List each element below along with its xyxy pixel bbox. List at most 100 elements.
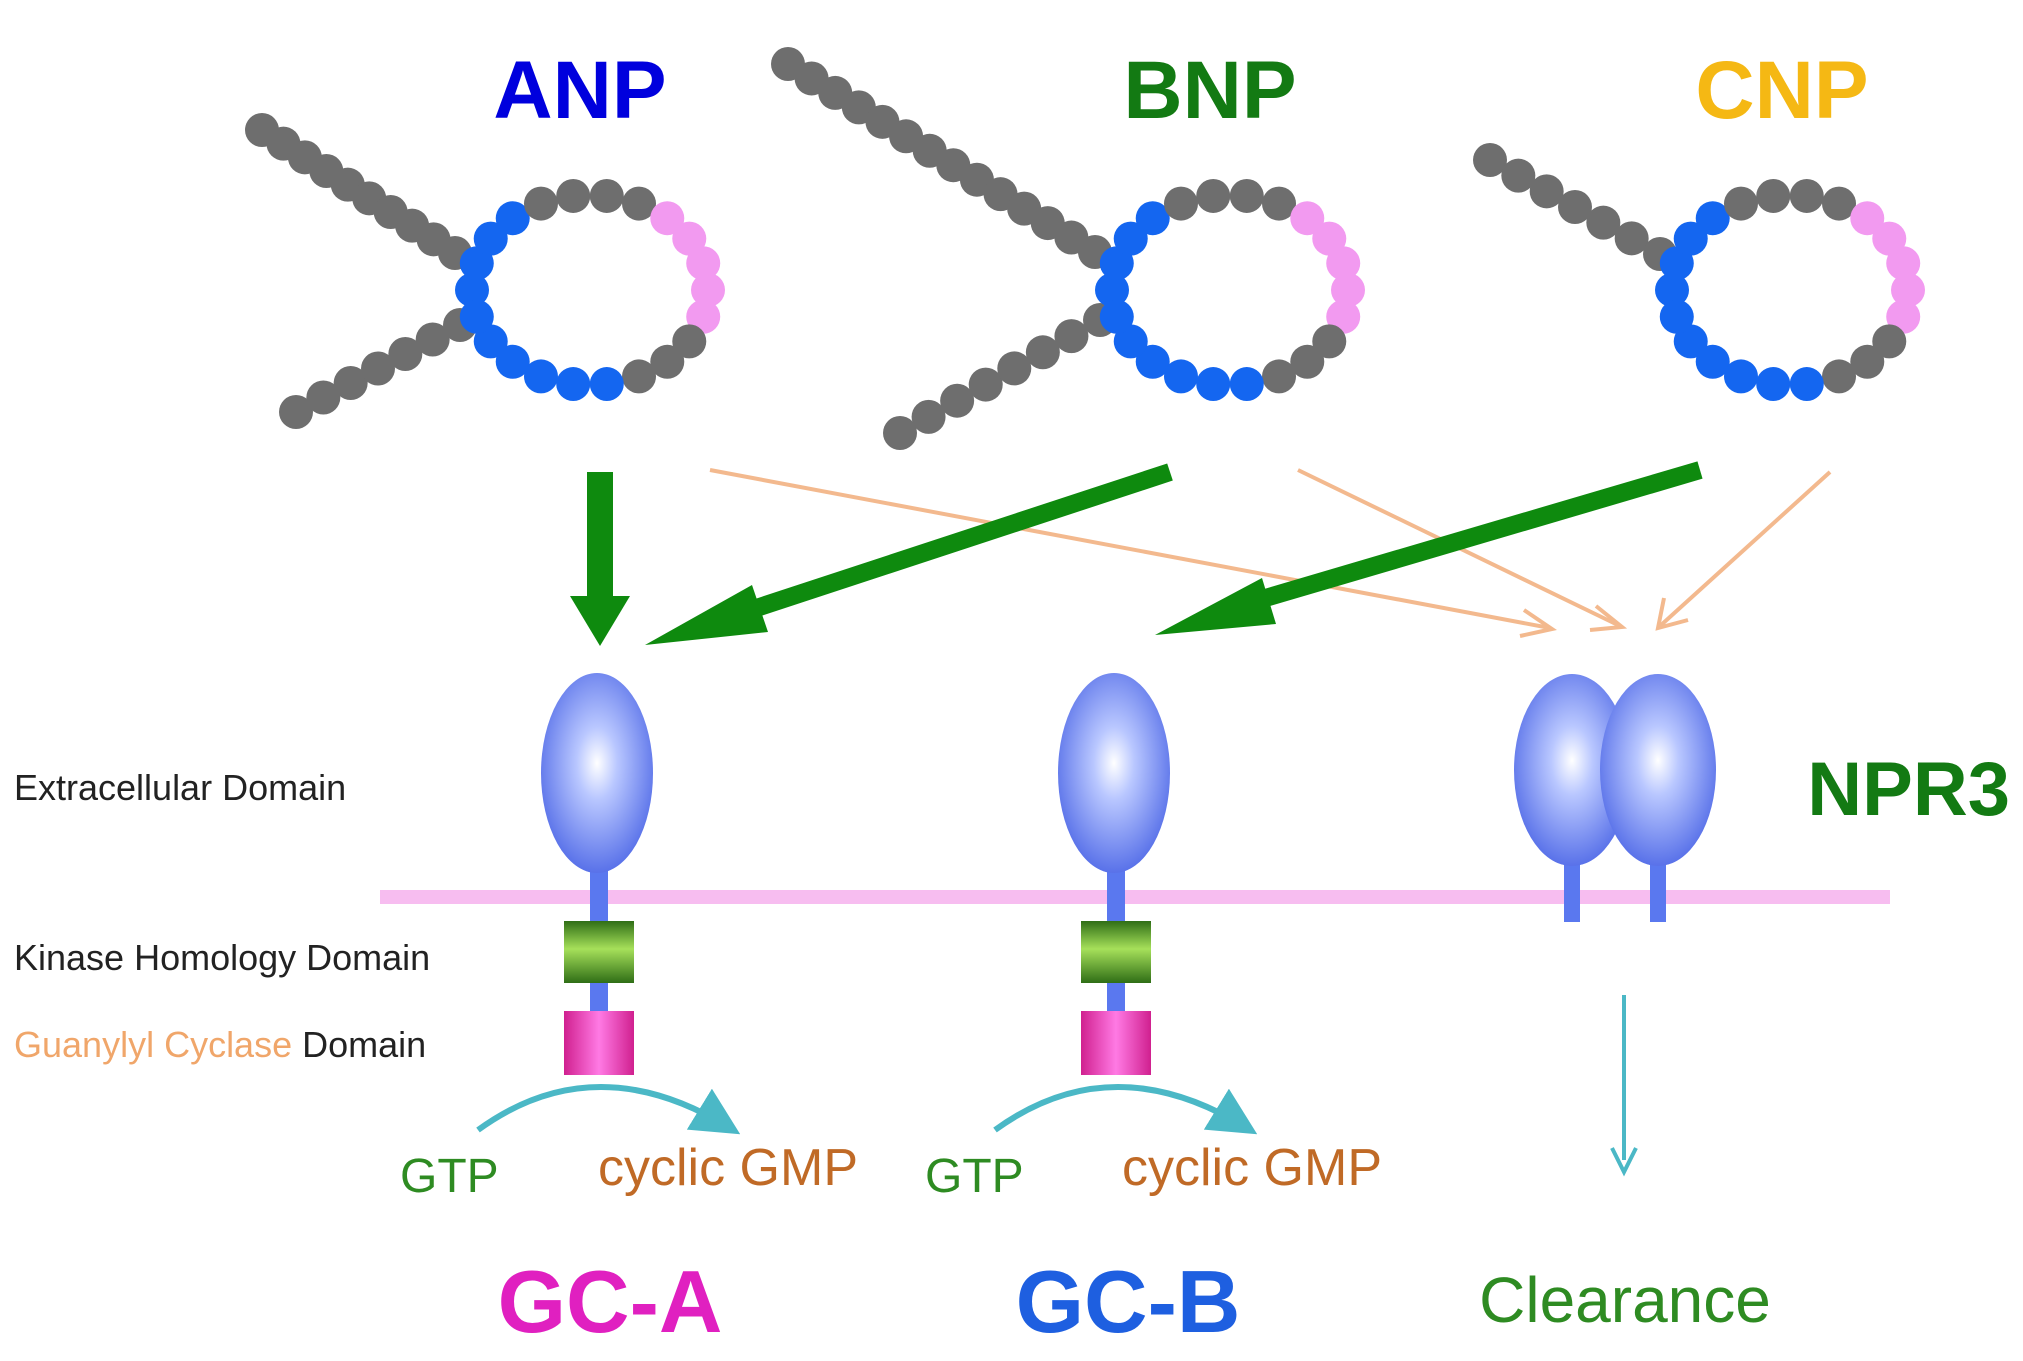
clearance-arrowhead [1610, 1147, 1638, 1177]
gca-kinase-domain [564, 921, 634, 983]
strong-binding-arrows [570, 461, 1703, 646]
cnp-to-npr3-arrow [1658, 470, 1832, 628]
cnp-ring-residue [1695, 344, 1730, 379]
bnp-ring-residue [1196, 367, 1231, 402]
gca-conversion-arrow [476, 1084, 741, 1135]
bnp-ring-residue [1163, 359, 1198, 394]
bnp-ring-residue [1163, 186, 1198, 221]
gca-product-label: cyclic GMP [598, 1139, 858, 1197]
bnp-ring-residue [1135, 344, 1170, 379]
anp-tail-residue [388, 337, 423, 371]
anp-ring-residue [589, 178, 624, 213]
bnp-to-gca-arrow [732, 463, 1173, 624]
anp-label: ANP [493, 45, 666, 136]
cnp-tail-residue [1586, 205, 1621, 240]
bnp-to-gca-arrowhead [645, 585, 768, 645]
clearance-label: Clearance [1479, 1264, 1771, 1336]
anp-ring-residue [455, 273, 489, 307]
anp-ring-residue [589, 367, 624, 402]
anp-ring-residue [622, 359, 657, 394]
anp-to-npr3-arrow [709, 468, 1551, 630]
bnp-ring-residue [1290, 344, 1325, 379]
bnp-ring-residue [1113, 221, 1148, 256]
anp-ring-residue [650, 344, 685, 379]
anp-ring-residue [556, 367, 591, 402]
anp-ring-residue [556, 178, 591, 213]
cnp-ring-residue [1886, 246, 1921, 281]
bnp-ring-residue [1262, 186, 1297, 221]
anp-tail-residue [415, 322, 450, 357]
anp-ring-residue [622, 186, 657, 221]
bnp-ring-residue [1095, 273, 1129, 307]
cnp-ring-residue [1872, 324, 1907, 359]
anp-to-gca-arrowhead [570, 596, 630, 646]
cnp-ring-residue [1850, 201, 1885, 236]
bnp-tail-residue [1054, 319, 1089, 354]
cnp-peptide [1473, 143, 1925, 402]
anp-peptide [245, 113, 725, 429]
anp-ring-residue [459, 299, 494, 334]
bnp-ring-residue [1099, 299, 1134, 334]
cnp-to-gcb-arrow [1242, 461, 1703, 613]
cnp-ring-residue [1822, 186, 1857, 221]
bnp-ring-residue [1331, 273, 1365, 307]
anp-ring-residue [523, 186, 558, 221]
anp-ring-residue [495, 344, 530, 379]
bnp-ring-residue [1135, 201, 1170, 236]
extracellular-domain-label: Extracellular Domain [14, 767, 346, 808]
cnp-ring-residue [1789, 178, 1824, 213]
gca-receptor [476, 673, 741, 1135]
bnp-tail-residue [968, 367, 1003, 402]
cyclase-domain-label-highlight: Guanylyl Cyclase [14, 1024, 292, 1065]
cnp-tail-residue [1501, 158, 1536, 193]
cnp-ring-residue [1723, 186, 1758, 221]
anp-ring-residue [672, 324, 707, 359]
cnp-tail-residue [1614, 221, 1649, 256]
bnp-ring-residue [1196, 178, 1231, 213]
cyclase-domain-label: Guanylyl Cyclase Domain [14, 1024, 426, 1065]
cnp-ring-residue [1723, 359, 1758, 394]
gcb-extracellular-domain [1058, 673, 1170, 873]
anp-ring-residue [523, 359, 558, 394]
gca-extracellular-domain [541, 673, 653, 873]
bnp-tail-residue [997, 351, 1032, 386]
anp-tail-residue [279, 395, 313, 429]
gcb-product-label: cyclic GMP [1122, 1139, 1382, 1197]
gcb-receptor [993, 673, 1258, 1135]
bnp-ring-residue [1262, 359, 1297, 394]
bnp-tail-residue [940, 383, 975, 418]
cnp-ring-residue [1673, 221, 1708, 256]
cyclase-domain-label-rest: Domain [292, 1024, 426, 1065]
cnp-ring-residue [1891, 273, 1925, 307]
npr3-receptor [1514, 674, 1716, 1177]
cnp-label: CNP [1695, 45, 1868, 136]
bnp-to-npr3-arrowhead [1589, 604, 1628, 632]
cnp-ring-residue [1789, 367, 1824, 402]
cnp-to-npr3-arrowhead [1655, 597, 1689, 631]
bnp-label: BNP [1123, 45, 1296, 136]
anp-tail-residue [333, 366, 368, 400]
gcb-cyclase-domain [1081, 1011, 1151, 1075]
gcb-substrate-label: GTP [925, 1150, 1024, 1203]
cnp-tail-residue [1558, 190, 1592, 224]
bnp-ring-residue [1312, 324, 1347, 359]
cnp-tail-residue [1473, 143, 1507, 177]
gcb-kinase-domain [1081, 921, 1151, 983]
anp-ring-residue [495, 201, 530, 236]
bnp-ring-residue [1326, 246, 1361, 281]
gca-cyclase-domain [564, 1011, 634, 1075]
cnp-ring-residue [1756, 178, 1791, 213]
bnp-ring-residue [1229, 367, 1264, 402]
gcb-receptor-label: GC-B [1016, 1252, 1241, 1351]
bnp-tail-residue [1025, 335, 1060, 370]
anp-tail-residue [361, 351, 395, 386]
anp-tail-residue [306, 380, 341, 415]
bnp-tail-residue [883, 416, 917, 450]
bnp-ring-residue [1229, 178, 1264, 213]
anp-ring-residue [473, 221, 508, 256]
cnp-tail-residue [1529, 174, 1564, 209]
gcb-conversion-arrow [993, 1084, 1258, 1135]
bnp-peptide [771, 47, 1365, 450]
bnp-tail-residue [911, 399, 946, 434]
